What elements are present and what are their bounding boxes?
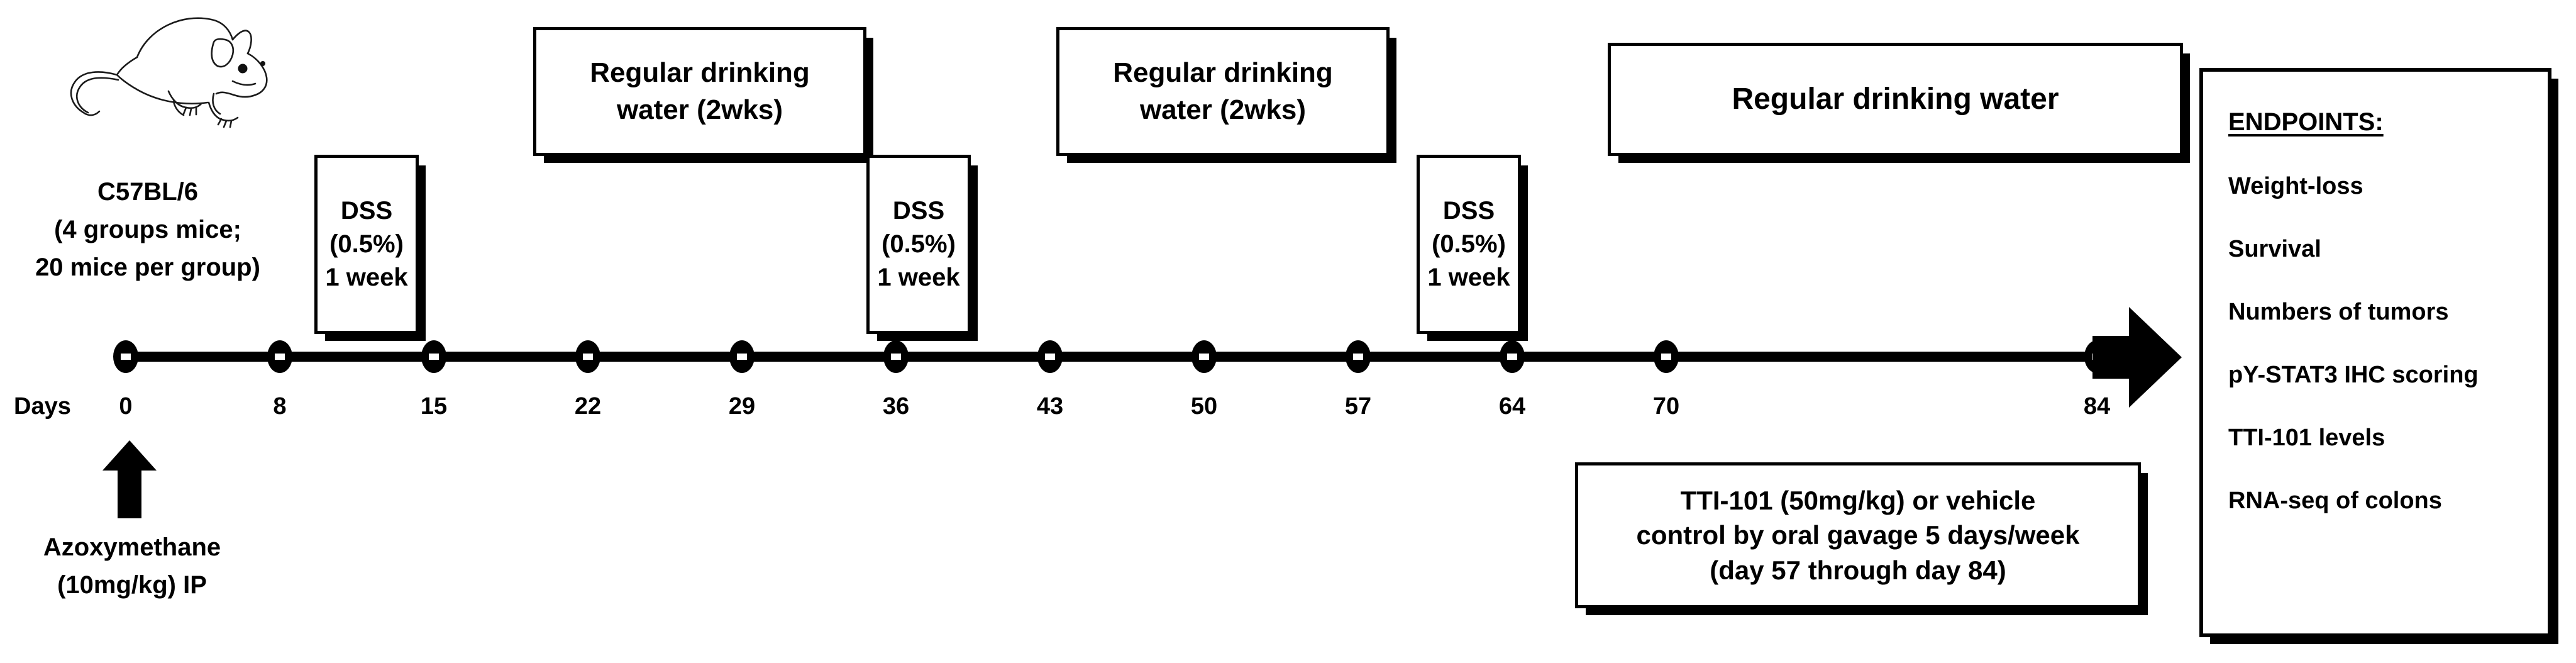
dss-box-1-line-2: (0.5%) — [329, 230, 404, 259]
regular-water-box-1-line-1: Regular drinking — [590, 57, 810, 89]
timeline-day-label-22: 22 — [574, 393, 602, 420]
tti-101-dosing-box-line-2: control by oral gavage 5 days/week — [1636, 520, 2080, 550]
timeline-day-label-8: 8 — [273, 393, 287, 420]
regular-water-box-3-line-1: Regular drinking water — [1732, 82, 2059, 116]
endpoint-item-1: Weight-loss — [2228, 173, 2363, 199]
timeline-node-day-64 — [1500, 340, 1525, 373]
regular-water-box-3-text: Regular drinking water — [1732, 79, 2059, 119]
timeline-day-label-57: 57 — [1344, 393, 1372, 420]
dss-box-1-text: DSS (0.5%) 1 week — [325, 194, 407, 294]
timeline-day-label-70: 70 — [1652, 393, 1680, 420]
regular-water-box-2-line-2: water (2wks) — [1139, 94, 1307, 125]
regular-water-box-1-text: Regular drinking water (2wks) — [590, 55, 810, 128]
timeline-day-label-64: 64 — [1498, 393, 1526, 420]
right-block-arrow-icon — [2092, 307, 2182, 408]
timeline-day-label-50: 50 — [1190, 393, 1218, 420]
timeline-day-label-43: 43 — [1036, 393, 1064, 420]
dss-box-1-line-1: DSS — [340, 197, 393, 225]
strain-line-2: (4 groups mice; — [54, 216, 241, 243]
timeline-node-day-29 — [729, 340, 755, 373]
timeline-node-day-8 — [267, 340, 292, 373]
strain-line-3: 20 mice per group) — [35, 254, 260, 281]
timeline-axis — [126, 352, 2100, 362]
aom-line-1: Azoxymethane — [43, 533, 221, 561]
timeline-day-label-0: 0 — [119, 393, 133, 420]
dss-box-3-line-3: 1 week — [1427, 263, 1510, 291]
timeline-node-day-43 — [1037, 340, 1063, 373]
timeline-node-day-0 — [113, 340, 138, 373]
dss-box-3-line-2: (0.5%) — [1432, 230, 1506, 259]
endpoint-item-5: TTI-101 levels — [2228, 425, 2385, 451]
dss-box-3: DSS (0.5%) 1 week — [1417, 155, 1521, 334]
up-arrow-icon — [102, 440, 157, 518]
regular-water-box-1-line-2: water (2wks) — [616, 94, 783, 125]
timeline-node-day-36 — [883, 340, 909, 373]
strain-line-1: C57BL/6 — [97, 178, 199, 206]
dss-box-2-text: DSS (0.5%) 1 week — [877, 194, 959, 294]
endpoint-item-6: RNA-seq of colons — [2228, 488, 2442, 514]
timeline-day-label-29: 29 — [728, 393, 756, 420]
dss-box-2-line-2: (0.5%) — [882, 230, 956, 259]
tti-101-dosing-box-line-1: TTI-101 (50mg/kg) or vehicle — [1680, 485, 2036, 515]
endpoint-item-2: Survival — [2228, 236, 2321, 262]
dss-box-3-line-1: DSS — [1442, 197, 1495, 225]
days-axis-label: Days — [14, 393, 71, 420]
dss-box-2-line-3: 1 week — [877, 263, 960, 291]
timeline-node-day-15 — [421, 340, 446, 373]
aom-caption: Azoxymethane (10mg/kg) IP — [0, 528, 264, 604]
regular-water-box-2-line-1: Regular drinking — [1113, 57, 1333, 89]
dss-box-1: DSS (0.5%) 1 week — [314, 155, 419, 334]
tti-101-dosing-box-line-3: (day 57 through day 84) — [1710, 555, 2006, 585]
endpoints-title: ENDPOINTS: — [2228, 108, 2384, 136]
strain-caption: C57BL/6 (4 groups mice; 20 mice per grou… — [0, 173, 296, 286]
dss-box-3-text: DSS (0.5%) 1 week — [1427, 194, 1510, 294]
regular-water-box-2-text: Regular drinking water (2wks) — [1113, 55, 1333, 128]
regular-water-box-3: Regular drinking water — [1608, 43, 2183, 156]
timeline-node-day-50 — [1191, 340, 1217, 373]
endpoint-item-3: Numbers of tumors — [2228, 299, 2449, 325]
dss-box-2-line-1: DSS — [892, 197, 945, 225]
dss-box-2: DSS (0.5%) 1 week — [866, 155, 971, 334]
timeline-day-label-84: 84 — [2083, 393, 2111, 420]
timeline-node-day-70 — [1654, 340, 1679, 373]
regular-water-box-1: Regular drinking water (2wks) — [533, 27, 866, 156]
timeline-day-label-36: 36 — [882, 393, 910, 420]
mouse-illustration — [70, 17, 268, 128]
endpoint-item-4: pY-STAT3 IHC scoring — [2228, 362, 2479, 388]
timeline-day-label-15: 15 — [420, 393, 448, 420]
timeline-node-day-57 — [1346, 340, 1371, 373]
aom-line-2: (10mg/kg) IP — [57, 571, 207, 599]
regular-water-box-2: Regular drinking water (2wks) — [1056, 27, 1390, 156]
timeline-node-day-22 — [575, 340, 600, 373]
tti-101-dosing-box-text: TTI-101 (50mg/kg) or vehicle control by o… — [1637, 483, 2080, 588]
tti-101-dosing-box: TTI-101 (50mg/kg) or vehicle control by o… — [1575, 462, 2141, 608]
dss-box-1-line-3: 1 week — [325, 263, 408, 291]
